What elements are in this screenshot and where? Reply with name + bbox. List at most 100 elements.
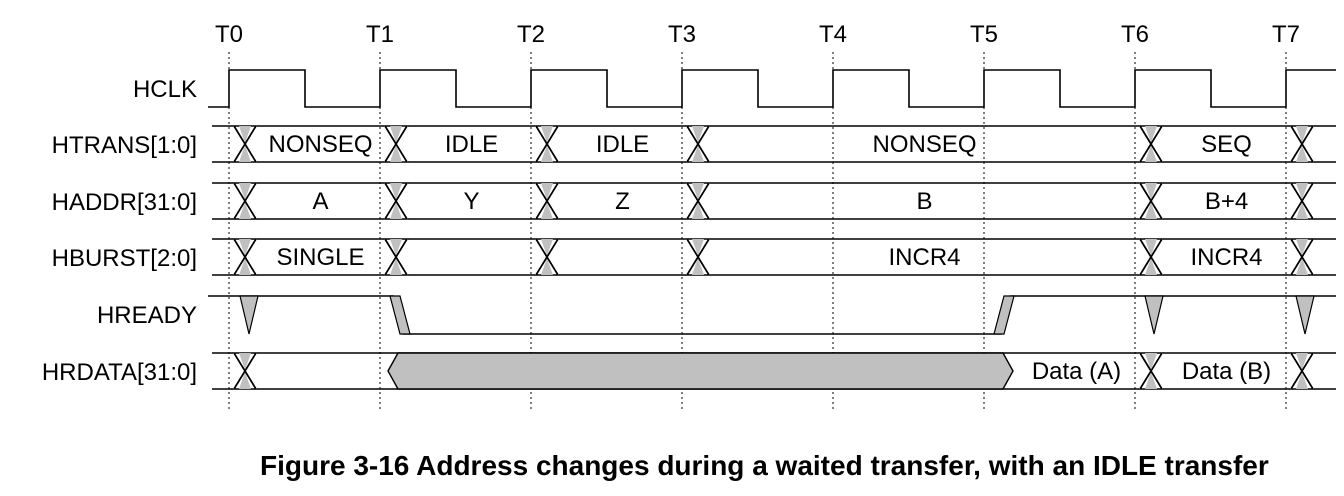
time-marker-t0: T0 [215,21,243,48]
bus-transition-shade [390,239,402,256]
bus-value-label: B [916,188,932,215]
hready-dip-t6 [1144,295,1164,335]
time-marker-t4: T4 [819,21,847,48]
timing-diagram: T0 T1 T2 T3 T4 T5 T6 T7 HCLK HTRANS[1:0]… [42,21,1336,410]
bus-transition-shade [1145,145,1157,162]
hready-waveform [208,295,1336,335]
bus-transition-shade [541,202,553,219]
bus-transition-shade [239,258,251,275]
bus-transition-shade [1296,258,1308,275]
bus-crossing [686,125,710,163]
bus-invalid-region [387,352,1014,390]
bus-transition-shade [692,126,704,143]
bus-value-label: B+4 [1205,188,1248,215]
bus-transition-shade [1145,372,1157,389]
bus-crossing [535,238,559,276]
bus-transition-shade [692,258,704,275]
bus-transition-shade [239,126,251,143]
bus-crossing [1139,238,1163,276]
bus-transition-shade [1145,126,1157,143]
signal-label-haddr: HADDR[31:0] [52,189,197,216]
bus-transition-shade [541,239,553,256]
bus-transition-shade [239,353,251,370]
bus-transition-shade [1296,353,1308,370]
bus-crossing [233,238,257,276]
bus-crossing [1290,352,1314,390]
signal-labels: HCLK HTRANS[1:0] HADDR[31:0] HBURST[2:0]… [42,76,197,386]
bus-crossing [1139,125,1163,163]
time-marker-t7: T7 [1272,21,1300,48]
bus-transition-shade [239,372,251,389]
bus-transition-shade [239,183,251,200]
hready-line [208,295,1336,335]
bus-transition-shade [692,239,704,256]
hready-transition-t5 [993,295,1015,335]
bus-value-label: NONSEQ [872,131,976,158]
bus-transition-shade [541,126,553,143]
figure-caption: Figure 3-16 Address changes during a wai… [260,450,1269,481]
bus-transition-shade [692,183,704,200]
time-marker-t5: T5 [970,21,998,48]
bus-crossing [233,352,257,390]
hready-dip-t0 [239,295,259,335]
hready-transition-t1 [389,295,411,335]
bus-transition-shade [692,145,704,162]
bus-transition-shade [1296,145,1308,162]
bus-value-label: IDLE [596,131,649,158]
bus-value-label: Data (A) [1032,358,1121,385]
bus-crossing [535,125,559,163]
bus-crossing [233,125,257,163]
bus-transition-shade [390,258,402,275]
bus-transition-shade [1296,183,1308,200]
time-marker-t6: T6 [1121,21,1149,48]
bus-transition-shade [390,145,402,162]
bus-crossing [686,238,710,276]
bus-row-1: NONSEQ IDLE IDLE NONSEQ SEQ [212,125,1336,163]
bus-crossing [535,182,559,220]
bus-transition-shade [1145,239,1157,256]
bus-value-label: A [312,188,328,215]
time-marker-t1: T1 [366,21,394,48]
bus-transition-shade [1296,202,1308,219]
bus-value-label: SINGLE [276,244,364,271]
bus-transition-shade [1296,239,1308,256]
signal-label-hburst: HBURST[2:0] [52,245,197,272]
bus-value-label: IDLE [445,131,498,158]
bus-transition-shade [1145,183,1157,200]
bus-transition-shade [390,202,402,219]
bus-value-label: Y [463,188,479,215]
bus-transition-shade [239,202,251,219]
bus-crossing [384,182,408,220]
bus-value-label: SEQ [1201,131,1252,158]
bus-transition-shade [390,126,402,143]
bus-transition-shade [541,258,553,275]
bus-value-label: NONSEQ [268,131,372,158]
bus-crossing [384,238,408,276]
bus-crossing [1290,182,1314,220]
time-marker-t2: T2 [517,21,545,48]
bus-transition-shade [692,202,704,219]
time-markers: T0 T1 T2 T3 T4 T5 T6 T7 [215,21,1300,48]
bus-value-label: INCR4 [1190,244,1262,271]
bus-transition-shade [1145,353,1157,370]
hready-dip-t7 [1295,295,1315,335]
signal-label-htrans: HTRANS[1:0] [52,132,197,159]
signal-label-hready: HREADY [97,302,197,329]
bus-transition-shade [541,183,553,200]
bus-crossing [1139,352,1163,390]
bus-transition-shade [390,183,402,200]
bus-crossing [1290,125,1314,163]
signal-label-hrdata: HRDATA[31:0] [42,359,197,386]
hclk-waveform [208,69,1336,108]
bus-transition-shade [239,239,251,256]
bus-transition-shade [1145,202,1157,219]
bus-crossing [233,182,257,220]
bus-crossing [686,182,710,220]
time-marker-t3: T3 [668,21,696,48]
bus-transition-shade [541,145,553,162]
bus-value-label: INCR4 [888,244,960,271]
signal-label-hclk: HCLK [133,76,197,103]
bus-crossing [1139,182,1163,220]
